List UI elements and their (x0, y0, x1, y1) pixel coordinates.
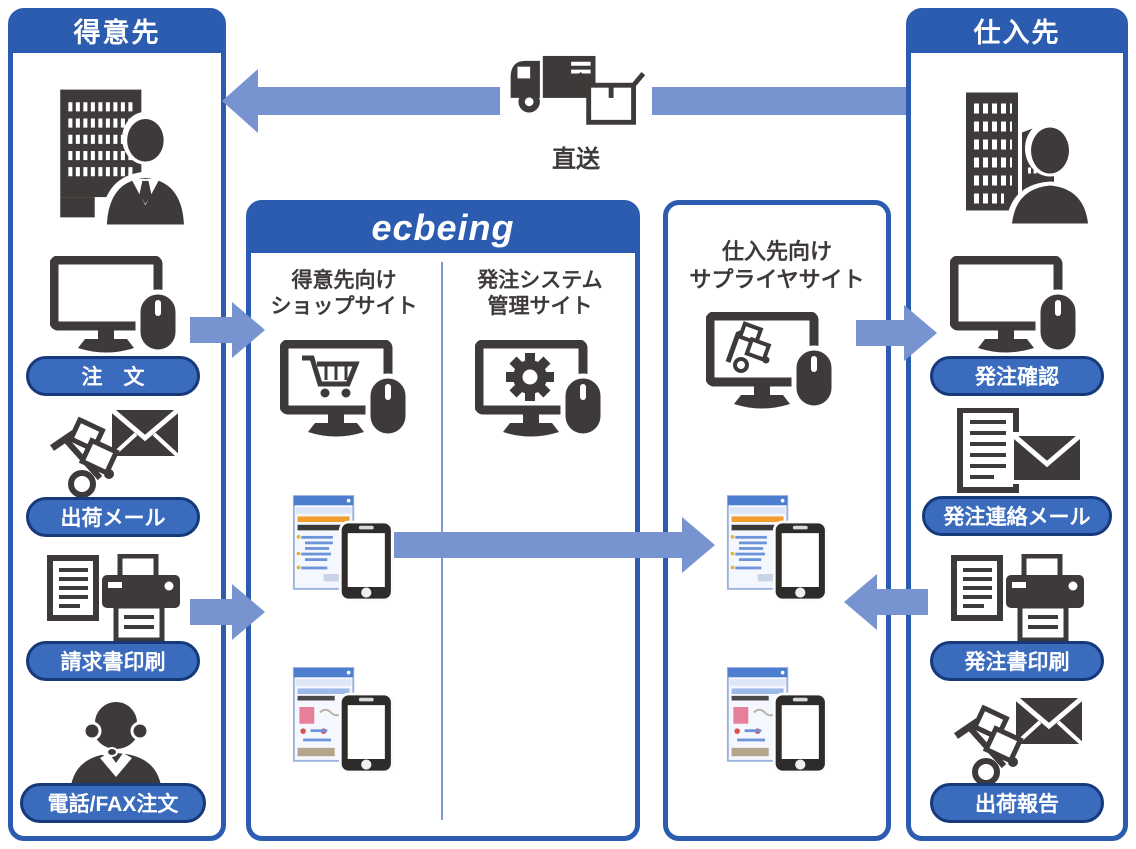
document-printer-icon (46, 553, 184, 649)
arrowhead-right (232, 584, 265, 640)
shop-site-title: 得意先向け ショップサイト (254, 268, 434, 320)
order-pill: 注 文 (26, 356, 200, 396)
monitor-gear-mouse-icon (474, 339, 609, 445)
customer-panel-title: 得意先 (13, 13, 221, 53)
building-person-icon (44, 85, 188, 230)
supplier-panel-title: 仕入先 (911, 13, 1123, 53)
monitor-mouse-icon (49, 255, 184, 361)
order-check-label: 発注確認 (975, 366, 1059, 389)
browser-smartphone-thumbnail (292, 494, 396, 607)
document-envelope-icon (952, 407, 1088, 505)
shop-site-title-line2: ショップサイト (270, 295, 418, 318)
invoice-print-label: 請求書印刷 (60, 651, 166, 674)
arrow-supplier-to-suppliersite (844, 574, 928, 630)
order-mail-pill: 発注連絡メール (922, 496, 1112, 536)
arrow-shaft (394, 532, 682, 558)
shipping-report-pill: 出荷報告 (930, 783, 1104, 823)
supplier-site-title-line2: サプライヤサイト (689, 267, 865, 292)
browser-smartphone-thumbnail (292, 666, 396, 779)
supplier-site-title-line1: 仕入先向け (721, 239, 832, 264)
arrow-shaft (190, 599, 232, 625)
arrow-shaft (190, 317, 232, 343)
arrowhead-right (232, 302, 265, 358)
monitor-handtruck-mouse-icon (705, 311, 840, 417)
direct-shipping-label: 直送 (552, 146, 600, 173)
order-print-label: 発注書印刷 (964, 651, 1070, 674)
arrowhead-left (844, 574, 877, 630)
arrowhead-left (222, 69, 258, 133)
delivery-truck-box-icon (502, 54, 650, 139)
arrow-shaft (877, 589, 928, 615)
arrow-order-to-ecbeing (190, 302, 265, 358)
arrow-invoice-to-ecbeing (190, 584, 265, 640)
monitor-mouse-icon (949, 255, 1084, 361)
order-print-pill: 発注書印刷 (930, 641, 1104, 681)
admin-site-title-line2: 管理サイト (487, 295, 593, 318)
order-mail-label: 発注連絡メール (943, 506, 1091, 529)
monitor-cart-mouse-icon (279, 339, 414, 445)
shipping-mail-label: 出荷メール (60, 507, 166, 530)
shipping-mail-pill: 出荷メール (26, 497, 200, 537)
handtruck-envelope-icon (48, 408, 184, 505)
browser-smartphone-thumbnail (726, 666, 830, 779)
arrow-suppliersite-to-supplier (856, 305, 937, 361)
buildings-person-icon (946, 85, 1094, 230)
arrowhead-right (904, 305, 937, 361)
arrowhead-right (682, 517, 715, 573)
admin-site-title: 発注システム 管理サイト (450, 268, 630, 320)
order-label: 注 文 (81, 366, 145, 389)
phone-fax-pill: 電話/FAX注文 (20, 783, 206, 823)
arrow-shaft (856, 320, 904, 346)
handtruck-envelope-icon (952, 696, 1088, 793)
order-check-pill: 発注確認 (930, 356, 1104, 396)
shipping-report-label: 出荷報告 (975, 793, 1059, 816)
ecbeing-logo: ecbeing (251, 205, 635, 253)
phone-fax-label: 電話/FAX注文 (47, 793, 179, 816)
invoice-print-pill: 請求書印刷 (26, 641, 200, 681)
arrow-ecbeing-to-suppliersite (394, 517, 715, 573)
browser-smartphone-thumbnail (726, 494, 830, 607)
direct-shipping-group: 直送 (500, 54, 652, 173)
document-printer-icon (950, 553, 1088, 649)
supplier-site-title: 仕入先向け サプライヤサイト (668, 238, 886, 294)
admin-site-title-line1: 発注システム (477, 269, 603, 292)
shop-site-title-line1: 得意先向け (291, 269, 397, 292)
